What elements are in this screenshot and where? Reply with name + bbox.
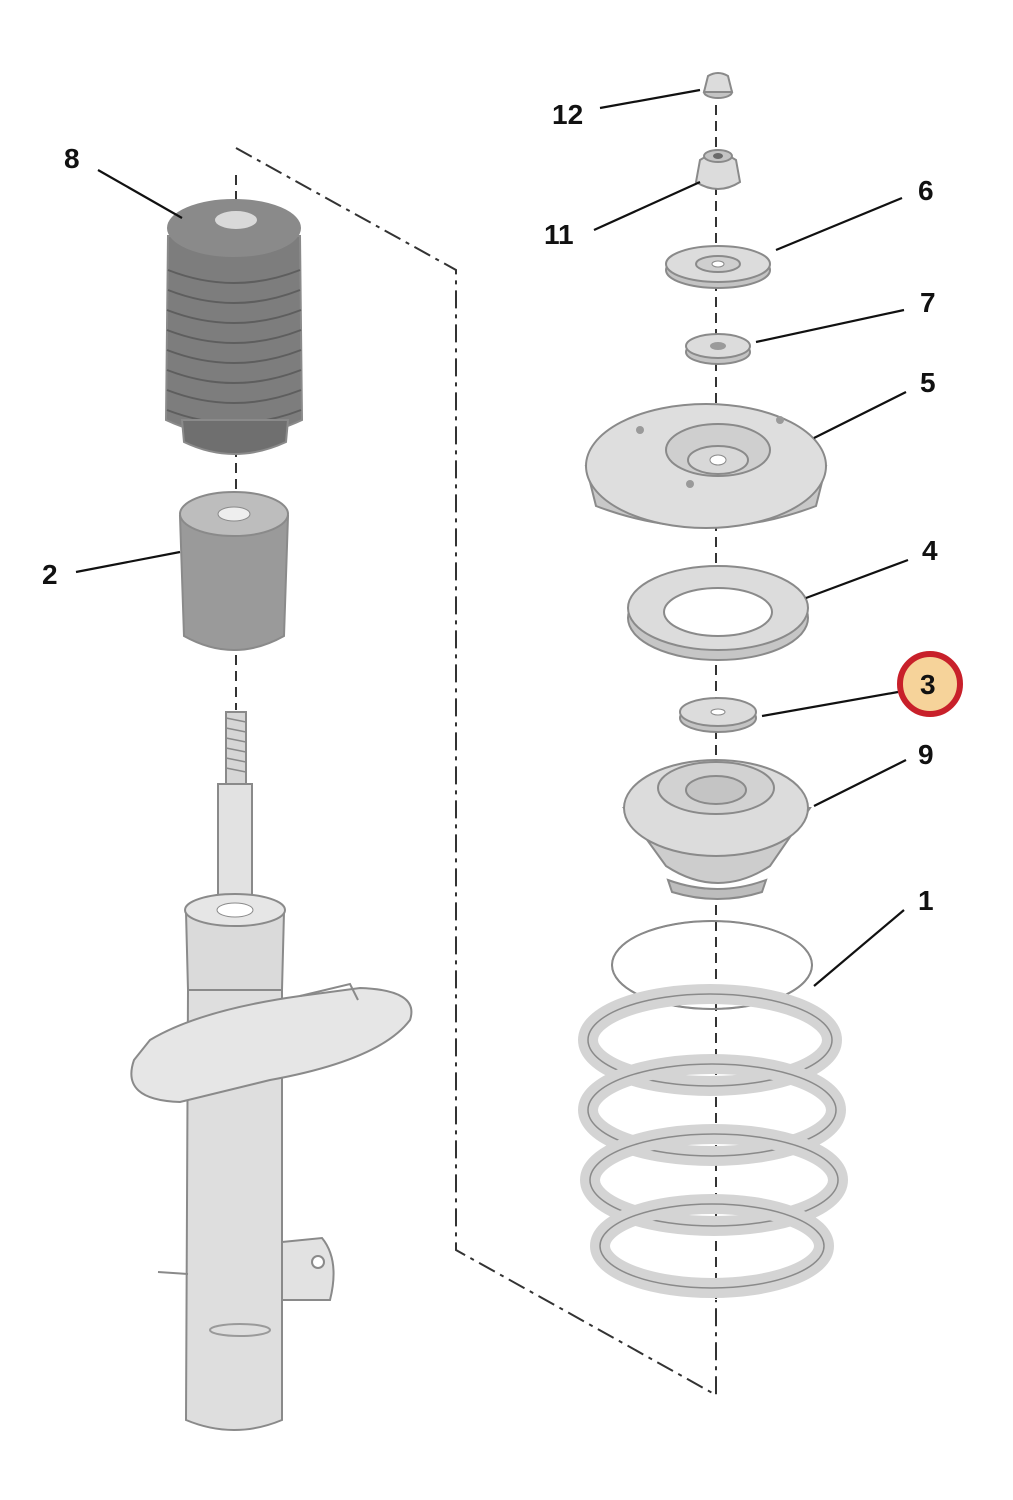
callout-3: 3 (920, 669, 936, 700)
part-2-bump-stop (178, 491, 290, 651)
part-5-top-mount (584, 403, 828, 529)
leader-7 (755, 308, 905, 344)
callout-5: 5 (920, 367, 936, 398)
part-4-bearing (627, 565, 809, 661)
part-1-coil-spring (578, 920, 848, 1298)
leader-4 (805, 558, 909, 600)
leader-5 (813, 391, 907, 439)
callout-11: 11 (544, 219, 574, 250)
leader-3 (761, 690, 899, 718)
callout-6: 6 (918, 175, 934, 206)
callout-4: 4 (922, 535, 938, 566)
callout-2: 2 (42, 559, 58, 590)
leader-6 (775, 196, 903, 252)
callout-1: 1 (918, 885, 934, 916)
leader-1 (813, 909, 905, 987)
leader-9 (813, 759, 907, 807)
callout-3-highlight (897, 651, 963, 717)
assembly-dashed-bracket (235, 147, 717, 1397)
leader-12 (599, 88, 701, 110)
part-8-dust-boot (164, 199, 304, 455)
callout-9: 9 (918, 739, 934, 770)
part-6-washer (665, 245, 771, 289)
part-7-bushing (685, 333, 751, 365)
part-9-spring-seat (622, 759, 812, 900)
shock-absorber (130, 711, 413, 1431)
callout-8: 8 (64, 143, 80, 174)
leader-8 (97, 169, 183, 219)
callout-12: 12 (552, 99, 583, 130)
callout-7: 7 (920, 287, 936, 318)
leader-11 (593, 180, 701, 232)
part-11-nut (694, 149, 742, 190)
leader-2 (75, 550, 181, 574)
part-3-washer (679, 697, 757, 733)
part-12-cap (702, 72, 734, 99)
